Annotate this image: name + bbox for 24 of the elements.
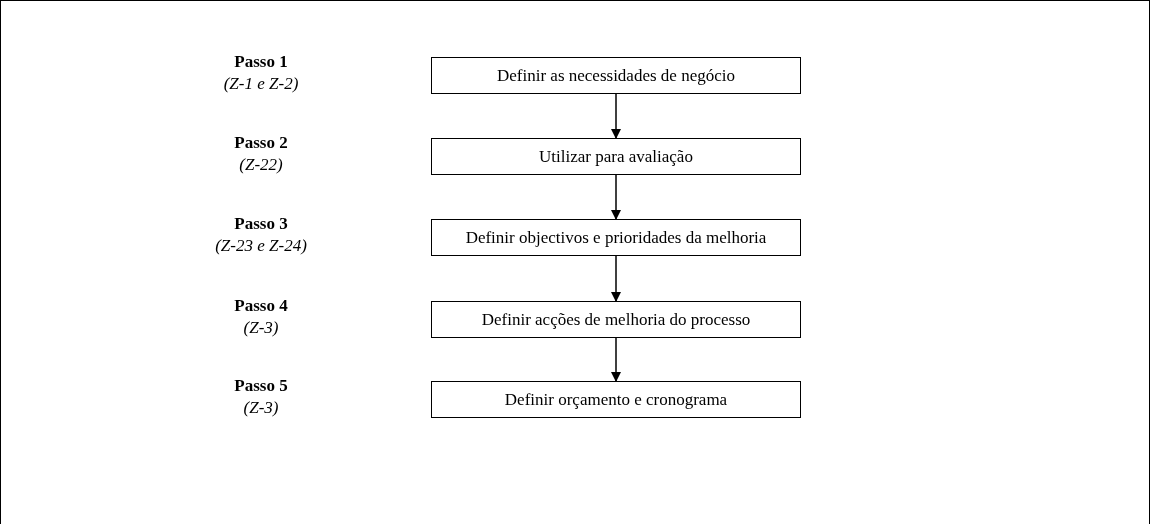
step-text: Definir orçamento e cronograma — [504, 389, 728, 410]
step-text: Definir as necessidades de negócio — [497, 65, 735, 86]
process-box — [431, 219, 801, 256]
arrow — [611, 255, 621, 302]
step-title: Passo 1 — [234, 51, 288, 73]
step-title: Passo 2 — [234, 132, 288, 154]
step-reference: (Z-1 e Z-2) — [223, 73, 299, 95]
step-reference: (Z-3) — [243, 397, 279, 419]
step-reference: (Z-22) — [239, 154, 283, 176]
step-title: Passo 4 — [234, 295, 288, 317]
step-text: Definir acções de melhoria do processo — [481, 309, 751, 330]
arrow — [611, 174, 621, 220]
process-box — [431, 381, 801, 418]
process-box — [431, 301, 801, 338]
step-text: Utilizar para avaliação — [539, 146, 693, 167]
arrow — [611, 337, 621, 382]
process-box — [431, 138, 801, 175]
step-title: Passo 5 — [234, 375, 288, 397]
process-box — [431, 57, 801, 94]
step-reference: (Z-3) — [243, 317, 279, 339]
step-title: Passo 3 — [234, 213, 288, 235]
step-text: Definir objectivos e prioridades da melhoria — [465, 227, 767, 248]
arrow — [611, 93, 621, 139]
step-reference: (Z-23 e Z-24) — [215, 235, 307, 257]
